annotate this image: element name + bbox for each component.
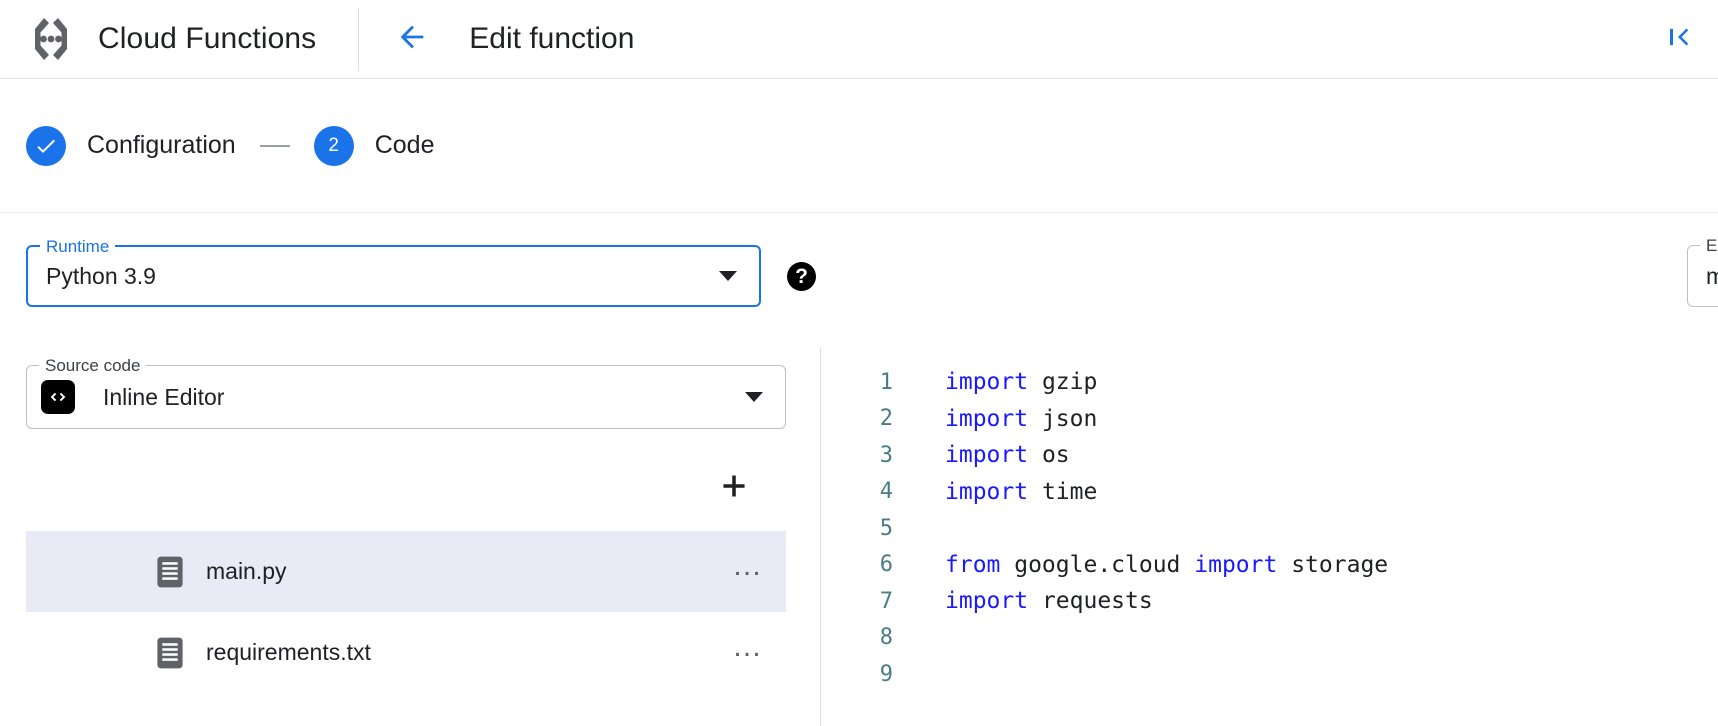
code-line[interactable]: 2 import json: [821, 401, 1718, 438]
code-token: import: [945, 588, 1029, 615]
file-document-icon: [156, 636, 184, 670]
runtime-help-icon[interactable]: ?: [787, 261, 816, 291]
step-code-marker: 2: [313, 125, 354, 166]
code-line-text: import requests: [903, 588, 1153, 614]
code-brackets-icon: [41, 380, 75, 414]
file-list: main.py … requirements.txt: [26, 531, 786, 693]
step-configuration-marker: [26, 125, 66, 166]
code-line-text: import gzip: [903, 369, 1097, 395]
step-configuration-label: Configuration: [87, 131, 236, 159]
source-code-row: Source code Inline Editor: [26, 356, 786, 429]
code-line-number: 5: [879, 515, 893, 541]
code-token: import: [945, 442, 1029, 469]
code-line-text: import time: [903, 479, 1097, 505]
code-token: gzip: [1028, 369, 1098, 396]
cloud-functions-logo-icon: [24, 12, 78, 66]
code-line-number: 6: [879, 552, 893, 578]
file-more-options-button[interactable]: …: [732, 548, 764, 582]
step-code[interactable]: 2 Code: [313, 125, 435, 166]
entry-point-input[interactable]: Entry point main ?: [1687, 236, 1718, 307]
collapse-panel-button[interactable]: [1656, 15, 1704, 63]
app-header: Cloud Functions Edit function: [0, 0, 1718, 79]
code-line[interactable]: 5: [821, 510, 1718, 547]
entry-point-row: Entry point main ?: [1687, 236, 1718, 307]
code-line[interactable]: 9: [821, 656, 1718, 693]
runtime-label: Runtime: [40, 237, 116, 257]
back-button[interactable]: [385, 12, 439, 66]
code-line[interactable]: 3 import os: [821, 437, 1718, 474]
runtime-select[interactable]: Runtime Python 3.9: [26, 237, 761, 307]
code-line-number: 3: [879, 442, 893, 468]
code-line[interactable]: 6 from google.cloud import storage: [821, 547, 1718, 584]
add-file-button[interactable]: [712, 466, 756, 510]
brand-area: Cloud Functions: [0, 0, 316, 78]
page-title: Edit function: [469, 22, 635, 55]
code-lines: 1 import gzip 2 import json 3 import os 4 impor…: [821, 364, 1718, 693]
code-token: os: [1028, 442, 1070, 469]
code-token: storage: [1277, 551, 1389, 578]
check-icon: [37, 139, 55, 153]
file-more-options-button[interactable]: …: [732, 629, 764, 663]
chevron-down-icon: [719, 271, 737, 281]
code-token: from: [945, 551, 1001, 578]
file-row-main-py[interactable]: main.py …: [26, 531, 786, 612]
collapse-panel-first-page-icon: [1665, 22, 1695, 57]
file-name: requirements.txt: [206, 639, 371, 665]
code-line-number: 8: [879, 625, 893, 651]
code-line-text: from google.cloud import storage: [903, 552, 1388, 578]
code-editor[interactable]: 1 import gzip 2 import json 3 import os 4 impor…: [821, 348, 1718, 726]
code-line-number: 9: [879, 661, 893, 687]
code-token: google.cloud: [1000, 551, 1195, 578]
source-code-label: Source code: [39, 356, 147, 376]
plus-icon: [717, 469, 751, 508]
step-code-label: Code: [374, 131, 435, 159]
arrow-left-icon: [395, 20, 429, 59]
code-token: time: [1028, 478, 1098, 505]
header-divider: [358, 7, 360, 71]
file-row-requirements-txt[interactable]: requirements.txt …: [26, 612, 786, 693]
code-line-number: 1: [879, 369, 893, 395]
product-title: Cloud Functions: [98, 22, 317, 55]
chevron-down-icon: [745, 392, 763, 402]
pane-splitter[interactable]: [820, 348, 821, 726]
code-line[interactable]: 1 import gzip: [821, 364, 1718, 401]
body-area: Runtime Python 3.9 ? Source code: [0, 213, 1718, 726]
code-token: json: [1028, 405, 1098, 432]
code-token: import: [945, 405, 1029, 432]
step-connector: [259, 144, 290, 147]
entry-point-value: main: [1706, 262, 1718, 289]
code-line[interactable]: 4 import time: [821, 474, 1718, 511]
source-code-select[interactable]: Source code Inline Editor: [26, 356, 786, 429]
source-code-value: Inline Editor: [103, 383, 225, 410]
entry-point-label: Entry point: [1700, 236, 1718, 256]
right-pane: Entry point main ? 1 import gzip 2 import j…: [821, 213, 1718, 726]
code-token: import: [945, 478, 1029, 505]
step-configuration[interactable]: Configuration: [26, 125, 236, 166]
code-line[interactable]: 7 import requests: [821, 583, 1718, 620]
code-token: import: [945, 369, 1029, 396]
code-line-text: import json: [903, 406, 1097, 432]
file-name: main.py: [206, 558, 287, 584]
runtime-value: Python 3.9: [46, 262, 156, 289]
code-token: requests: [1028, 588, 1153, 615]
left-pane: Runtime Python 3.9 ? Source code: [0, 213, 820, 726]
runtime-row: Runtime Python 3.9 ?: [26, 237, 816, 307]
code-line-number: 4: [879, 479, 893, 505]
code-line-number: 2: [879, 406, 893, 432]
code-line-text: import os: [903, 442, 1070, 468]
file-document-icon: [156, 555, 184, 589]
code-line[interactable]: 8: [821, 620, 1718, 657]
code-line-number: 7: [879, 588, 893, 614]
code-token: import: [1194, 551, 1278, 578]
wizard-stepper: Configuration 2 Code: [0, 79, 1718, 213]
